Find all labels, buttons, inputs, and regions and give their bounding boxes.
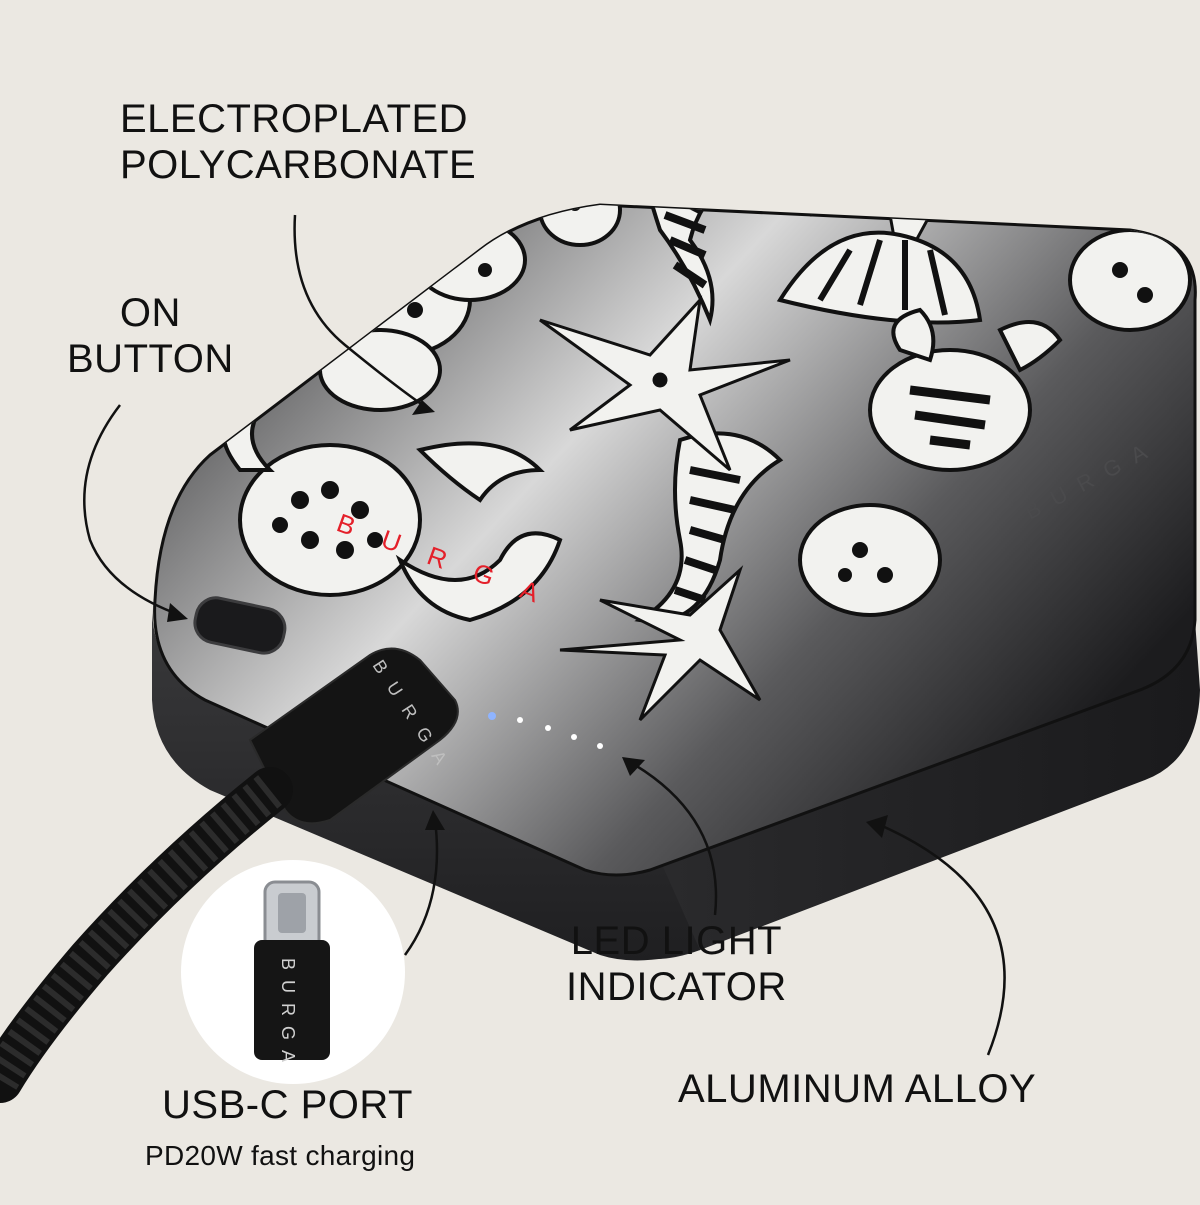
led-line2: INDICATOR [566, 965, 787, 1009]
on-button-label: ON BUTTON [67, 290, 234, 382]
seahorse-icon [637, 205, 733, 327]
aluminum-title: ALUMINUM ALLOY [678, 1067, 1037, 1111]
electroplated-line2: POLYCARBONATE [120, 143, 477, 187]
on-button-line2: BUTTON [67, 337, 234, 381]
electroplated-line1: ELECTROPLATED [120, 97, 469, 141]
led-line1: LED LIGHT [570, 919, 783, 963]
usbc-subtitle-text: PD20W fast charging [145, 1140, 416, 1171]
arrow-icon [167, 400, 888, 838]
arrow-icon [83, 214, 1006, 1056]
led-indicator [488, 712, 603, 749]
starfish-icon [539, 295, 791, 472]
usb-c-detail-circle: BURGA [181, 860, 405, 1084]
usbc-title: USB-C PORT [162, 1083, 413, 1127]
seahorse-icon [634, 431, 784, 624]
electroplated-label: ELECTROPLATED POLYCARBONATE [120, 96, 476, 188]
aluminum-side-right [630, 620, 1200, 959]
usbc-subtitle: PD20W fast charging [145, 1140, 415, 1172]
led-label: LED LIGHT INDICATOR [566, 918, 787, 1010]
crab-icon [868, 307, 1063, 472]
usbc-label: USB-C PORT [162, 1082, 413, 1128]
aluminum-side-front [151, 600, 701, 961]
seashell-icon [776, 230, 983, 325]
starfish-icon [559, 565, 762, 722]
cable-brand-logo: BURGA [278, 958, 298, 1072]
crab-icon [222, 407, 563, 623]
aluminum-label: ALUMINUM ALLOY [678, 1066, 1036, 1112]
power-button[interactable] [191, 594, 288, 657]
on-button-line1: ON [119, 291, 181, 335]
